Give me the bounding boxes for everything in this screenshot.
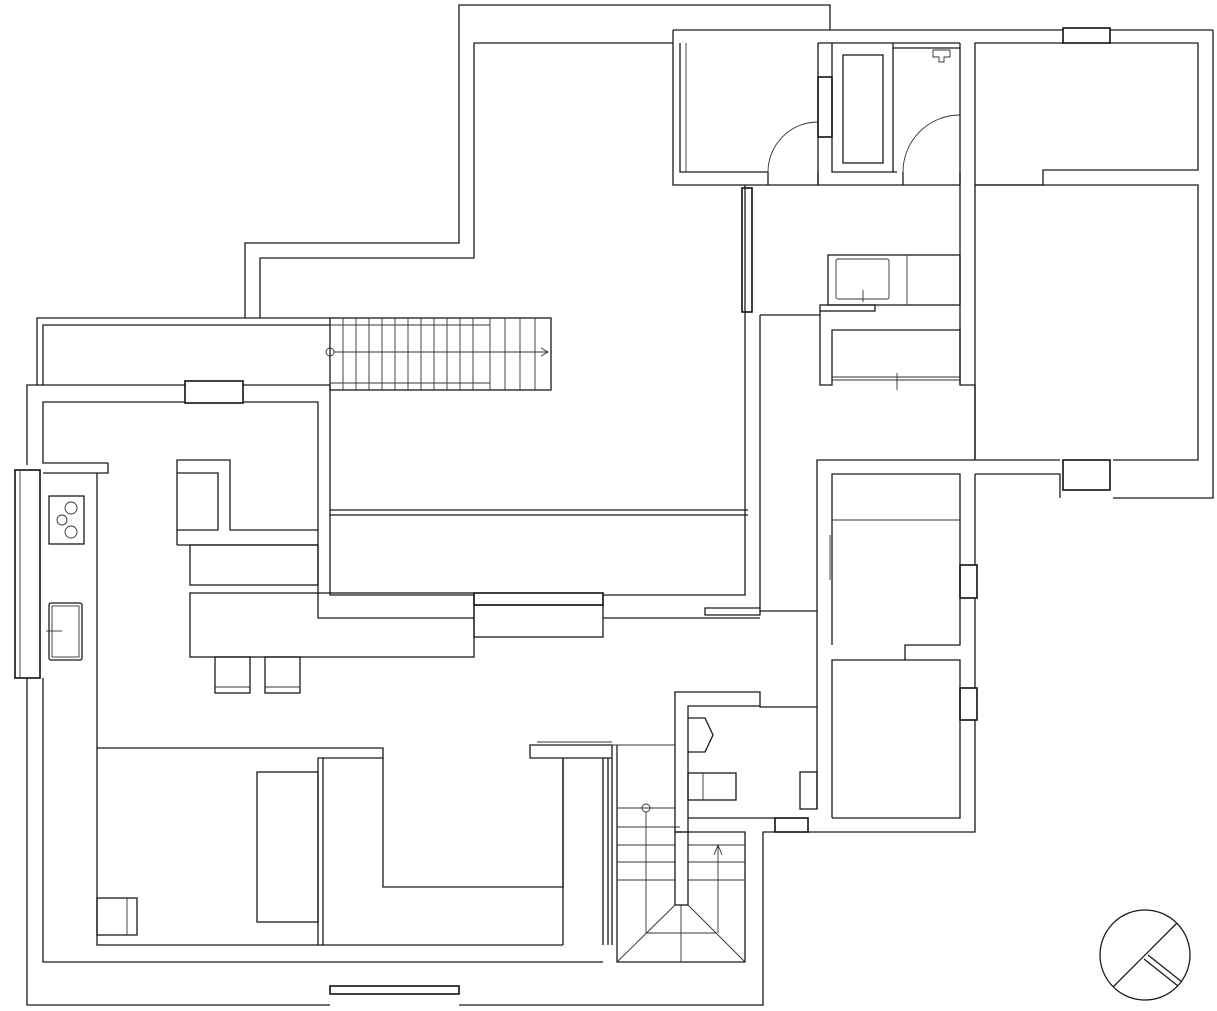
interior-stair — [612, 744, 746, 963]
laundry-area — [760, 254, 961, 390]
lower-bedroom — [96, 741, 613, 945]
window — [14, 469, 41, 679]
window — [817, 76, 833, 138]
window — [959, 564, 978, 599]
north-arrow-icon — [1099, 909, 1191, 1001]
upper-bathrooms — [672, 30, 961, 186]
stair-arrow-icon — [713, 843, 723, 933]
window — [329, 985, 460, 995]
stool — [214, 656, 251, 694]
living-wing-walls — [26, 384, 976, 1006]
door-swing — [767, 121, 819, 173]
lower-right-rooms — [816, 30, 1214, 819]
dining-table — [189, 592, 475, 658]
window — [1062, 27, 1111, 44]
exterior-stair — [325, 317, 552, 391]
upper-right-rooms — [673, 29, 1213, 460]
window — [741, 187, 753, 313]
kitchen — [46, 495, 85, 661]
window — [184, 380, 244, 404]
dining — [176, 459, 475, 694]
window — [959, 687, 978, 721]
utility-room — [674, 691, 818, 832]
terrace — [36, 317, 330, 385]
cooktop — [48, 495, 85, 545]
stool — [264, 656, 301, 694]
bed — [256, 771, 319, 923]
bathtub — [842, 54, 884, 164]
window — [473, 592, 604, 606]
sink — [835, 258, 890, 300]
stair-arrow-icon — [334, 347, 549, 357]
window — [1062, 459, 1111, 491]
central-hall — [330, 185, 817, 619]
upper-wing-walls — [244, 4, 831, 318]
chair — [96, 897, 138, 936]
door-swing — [902, 114, 961, 173]
window — [774, 817, 809, 833]
windows — [14, 27, 1111, 995]
sink — [48, 602, 83, 661]
